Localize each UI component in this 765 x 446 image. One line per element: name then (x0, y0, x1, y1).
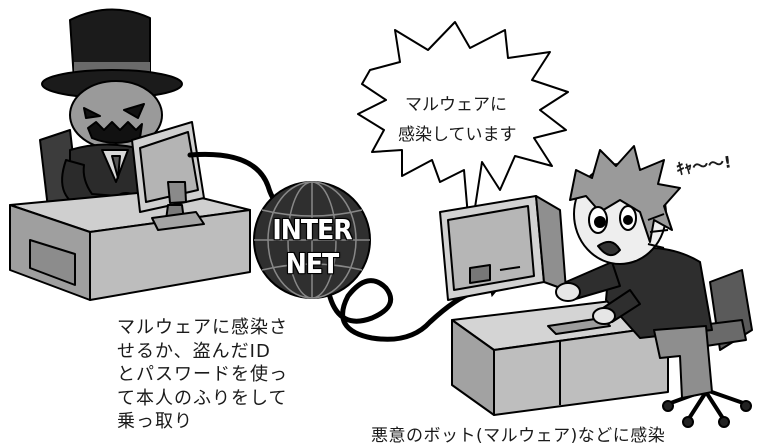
speech-bubble (357, 21, 569, 241)
internet-label: INTER NET (257, 213, 367, 281)
victim-caption: 悪意のボット(マルウェア)などに感染 (371, 426, 666, 446)
victim-figure (555, 145, 713, 399)
internet-label-line-1: INTER (272, 213, 352, 246)
attacker-caption-line-5: 乗っ取り (117, 411, 193, 432)
attacker-caption-line-3: とパスワードを使っ (117, 364, 288, 385)
bubble-line-2: 感染しています (398, 125, 517, 145)
attacker-caption-line-2: せるか、盗んだID (117, 340, 271, 362)
speech-bubble-text: マルウェアに 感染しています (398, 90, 517, 150)
attacker-caption-line-4: て本人のふりをして (117, 387, 288, 409)
internet-label-line-2: NET (285, 247, 339, 280)
attacker-desk (9, 189, 251, 301)
victim-computer (439, 195, 611, 335)
attacker-caption-line-1: マルウェアに感染さ (117, 317, 288, 338)
attacker-monitor (131, 121, 205, 231)
attacker-caption: マルウェアに感染さ せるか、盗んだID とパスワードを使っ て本人のふりをして … (117, 316, 327, 434)
bubble-line-1: マルウェアに (405, 95, 507, 115)
internet-globe (253, 181, 371, 299)
